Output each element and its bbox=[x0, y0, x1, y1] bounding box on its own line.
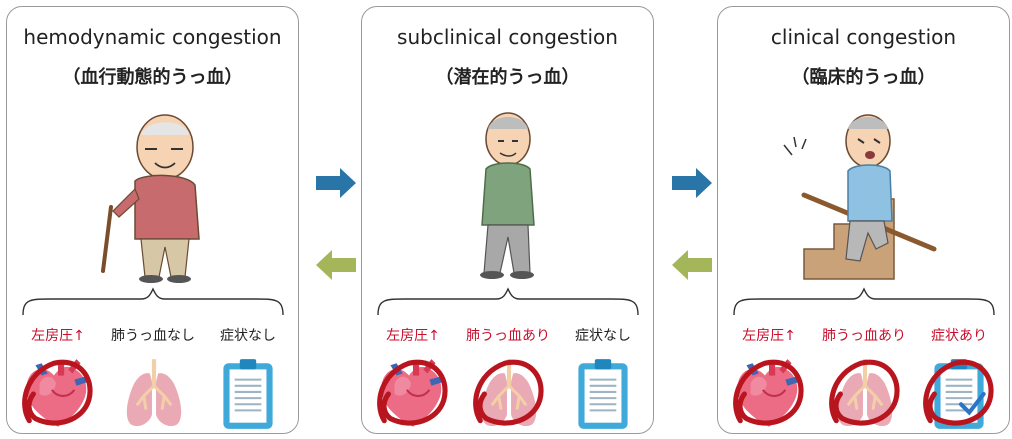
label-left-atrial-pressure: 左房圧↑ bbox=[386, 328, 440, 344]
label-symptoms: 症状あり bbox=[931, 328, 987, 344]
label-pulmonary-congestion: 肺うっ血なし bbox=[111, 328, 195, 344]
heart-icon bbox=[17, 353, 99, 435]
label-pulmonary-congestion: 肺うっ血あり bbox=[466, 328, 550, 344]
panel-title-jp: （潜在的うっ血） bbox=[435, 67, 580, 88]
arrow-right-icon bbox=[672, 168, 712, 198]
brace bbox=[733, 288, 995, 316]
elderly-man-walking-illustration bbox=[480, 112, 535, 279]
label-left-atrial-pressure: 左房圧↑ bbox=[742, 328, 796, 344]
clipboard-icon bbox=[207, 353, 289, 435]
lung-icon bbox=[824, 353, 906, 435]
panel-title-jp: （臨床的うっ血） bbox=[791, 67, 936, 88]
elderly-man-climbing-stairs-illustration bbox=[783, 114, 937, 280]
label-pulmonary-congestion: 肺うっ血あり bbox=[822, 328, 906, 344]
arrow-left-icon bbox=[672, 250, 712, 280]
elderly-man-with-cane-illustration bbox=[101, 114, 200, 283]
arrow-right-icon bbox=[316, 168, 356, 198]
panel-subclinical-congestion: subclinical congestion （潜在的うっ血） 左房圧↑ 肺うっ… bbox=[361, 6, 654, 434]
heart-icon bbox=[372, 353, 454, 435]
panel-title-en: clinical congestion bbox=[770, 25, 957, 49]
label-left-atrial-pressure: 左房圧↑ bbox=[31, 328, 85, 344]
panel-title-en: hemodynamic congestion bbox=[23, 25, 282, 49]
lung-icon bbox=[113, 353, 195, 435]
heart-icon bbox=[728, 353, 810, 435]
label-symptoms: 症状なし bbox=[220, 328, 276, 344]
brace bbox=[377, 288, 639, 316]
arrow-left-icon bbox=[316, 250, 356, 280]
clipboard-icon bbox=[562, 353, 644, 435]
clipboard-check-icon bbox=[918, 353, 1000, 435]
label-symptoms: 症状なし bbox=[575, 328, 631, 344]
panel-title-jp: （血行動態的うっ血） bbox=[62, 67, 243, 88]
panel-clinical-congestion: clinical congestion （臨床的うっ血） 左房圧↑ 肺うっ血あり… bbox=[717, 6, 1010, 434]
panel-hemodynamic-congestion: hemodynamic congestion （血行動態的うっ血） 左房圧↑ 肺… bbox=[6, 6, 299, 434]
lung-icon bbox=[468, 353, 550, 435]
brace bbox=[22, 288, 284, 316]
panel-title-en: subclinical congestion bbox=[397, 25, 618, 49]
